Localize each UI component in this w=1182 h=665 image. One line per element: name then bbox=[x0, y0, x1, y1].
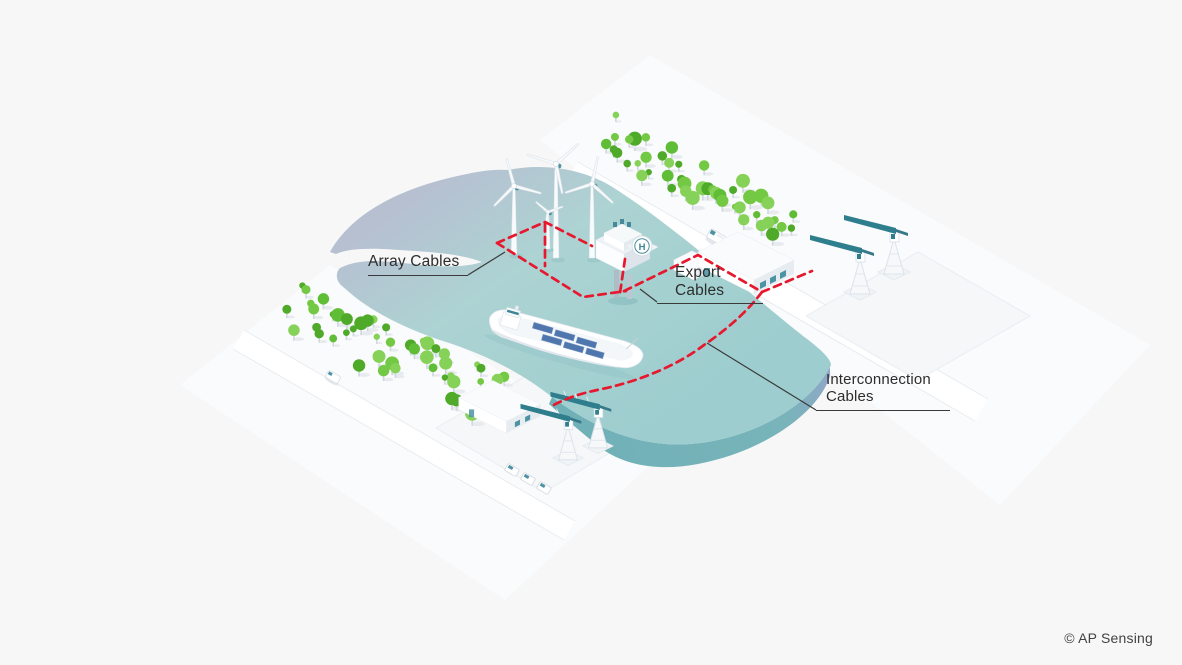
array-cable-route bbox=[495, 241, 628, 299]
interconnection-cable-route bbox=[550, 290, 764, 408]
harbor-crane bbox=[810, 233, 877, 301]
helipad: H bbox=[625, 235, 659, 257]
tree-icon bbox=[447, 375, 466, 394]
wind-turbine bbox=[526, 143, 580, 263]
tree-icon bbox=[685, 190, 706, 211]
interconnection-cables-label-line1: Interconnection bbox=[826, 371, 931, 388]
export-cables-label-line1: Export bbox=[675, 264, 721, 281]
array-cables-label: Array Cables bbox=[368, 253, 468, 276]
export-leader-line bbox=[639, 288, 658, 303]
export-cable-route bbox=[618, 253, 814, 295]
right-shore-land bbox=[540, 55, 1150, 505]
export-cables-label-line2: Cables bbox=[675, 281, 725, 299]
sea-cliff-face bbox=[549, 367, 830, 468]
tree-icon bbox=[610, 132, 622, 146]
interconnection-leader-line bbox=[706, 342, 817, 411]
helipad-h: H bbox=[639, 242, 646, 253]
tree-icon bbox=[314, 328, 328, 344]
tree-icon bbox=[766, 227, 785, 247]
cable-ship bbox=[484, 305, 644, 379]
interconnection-cables-label-line2: Cables bbox=[826, 387, 874, 405]
leader-lines bbox=[467, 251, 817, 411]
left-port bbox=[458, 380, 615, 495]
tree-icon bbox=[288, 324, 304, 341]
array-cable-route bbox=[495, 220, 594, 248]
export-cables-label: Export Cables bbox=[657, 264, 763, 304]
tree-icon bbox=[329, 334, 341, 347]
tree-icon bbox=[282, 304, 295, 319]
harbor-crane bbox=[844, 213, 911, 281]
wind-turbine bbox=[564, 155, 614, 263]
tree-icon bbox=[716, 194, 734, 213]
array-leader-line bbox=[467, 251, 506, 276]
offshore-substation: H bbox=[595, 219, 659, 305]
tree-icon bbox=[625, 135, 637, 149]
left-road bbox=[232, 329, 576, 541]
interconnection-cables-label: Interconnection Cables bbox=[816, 371, 950, 411]
tree-icon bbox=[667, 183, 680, 198]
array-cables-label-text: Array Cables bbox=[368, 253, 460, 270]
tree-icon bbox=[373, 333, 383, 345]
tree-icon bbox=[349, 325, 360, 337]
tree-icon bbox=[343, 329, 353, 341]
harbor-crane bbox=[550, 390, 615, 455]
tree-icon bbox=[390, 362, 405, 379]
car bbox=[324, 370, 341, 386]
tree-icon bbox=[664, 157, 678, 173]
sea-surface bbox=[330, 167, 831, 445]
tree-icon bbox=[761, 196, 780, 215]
copyright-notice: © AP Sensing bbox=[1064, 630, 1153, 646]
tree-icon bbox=[738, 214, 754, 231]
tree-icon bbox=[612, 111, 622, 123]
bow-mast bbox=[625, 338, 638, 350]
harbor-crane bbox=[520, 402, 585, 467]
tree-icon bbox=[385, 337, 399, 352]
tree-icon bbox=[382, 323, 394, 336]
tree-icon bbox=[428, 363, 441, 377]
tree-icon bbox=[301, 285, 314, 299]
tree-icon bbox=[698, 160, 714, 176]
tree-icon bbox=[476, 363, 489, 378]
parked-vehicles bbox=[504, 463, 552, 495]
tree-icon bbox=[787, 224, 798, 237]
tree-icon bbox=[308, 303, 324, 320]
sea bbox=[330, 167, 831, 468]
tree-icon bbox=[352, 359, 370, 377]
tree-icon bbox=[729, 185, 741, 199]
tree-icon bbox=[640, 151, 656, 168]
tree-icon bbox=[636, 169, 652, 187]
tree-icon bbox=[641, 133, 654, 147]
cable-routes bbox=[495, 220, 814, 408]
tree-icon bbox=[354, 316, 374, 336]
tree-icon bbox=[776, 221, 791, 237]
tree-icon bbox=[675, 160, 686, 173]
tree-icon bbox=[317, 293, 334, 310]
tree-icon bbox=[743, 189, 763, 210]
cargo-hatches bbox=[532, 322, 605, 360]
tree-icon bbox=[665, 141, 683, 159]
ship-bridge bbox=[499, 305, 522, 331]
tree-icon bbox=[377, 364, 394, 382]
tree-icon bbox=[623, 159, 634, 172]
tree-icon bbox=[789, 210, 801, 223]
